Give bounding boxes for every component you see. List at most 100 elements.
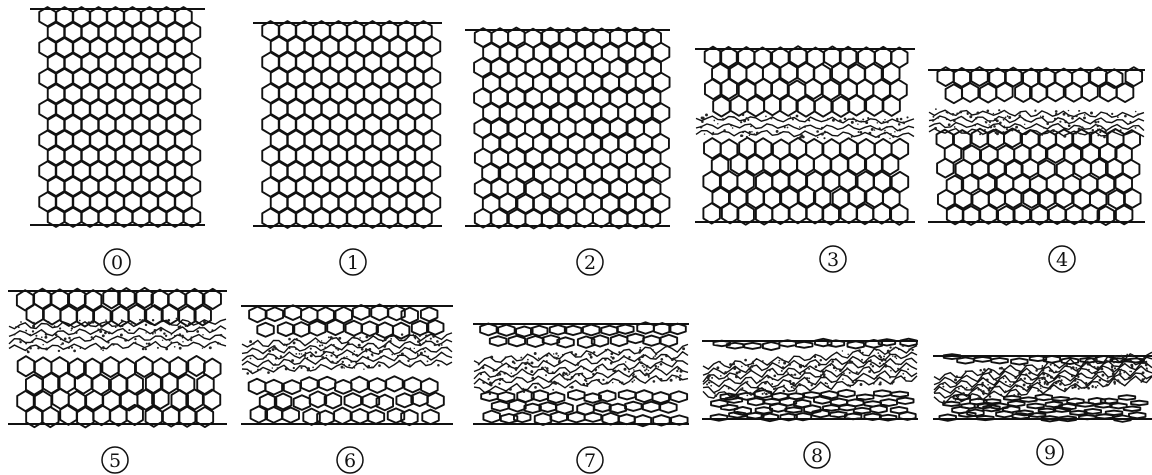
cell: [873, 203, 890, 223]
cell: [334, 408, 351, 424]
cell: [763, 154, 780, 174]
cell: [610, 404, 627, 413]
cell: [722, 203, 739, 223]
cell: [780, 96, 797, 116]
cell: [548, 392, 565, 403]
cell: [653, 163, 670, 182]
cell: [325, 393, 342, 409]
cell: [833, 97, 850, 117]
cell: [1117, 83, 1134, 102]
cell: [643, 336, 660, 346]
cell: [179, 306, 196, 326]
panel-number: 9: [1044, 442, 1056, 464]
panel-label: 2: [577, 249, 603, 275]
cell: [550, 412, 567, 423]
cell: [351, 377, 368, 393]
cell: [1066, 83, 1083, 102]
cell: [490, 336, 507, 346]
cell: [293, 322, 310, 337]
cell: [602, 413, 619, 425]
cell: [711, 414, 728, 420]
panel-label: 9: [1037, 439, 1063, 465]
cell: [798, 96, 815, 116]
cell: [301, 307, 318, 323]
panel-label: 3: [820, 246, 846, 272]
cell: [1005, 189, 1022, 208]
cell: [377, 322, 394, 337]
cell: [823, 171, 840, 191]
cell: [653, 392, 670, 403]
cell: [368, 410, 385, 424]
panel-2: [465, 28, 670, 229]
cell: [1036, 394, 1053, 400]
cell: [989, 68, 1006, 87]
cell: [839, 405, 856, 410]
cell: [345, 393, 362, 408]
cell: [703, 171, 720, 191]
cell: [1030, 176, 1047, 195]
panel-label: 4: [1049, 246, 1075, 272]
cell: [421, 307, 438, 321]
cell: [475, 209, 492, 228]
cell: [980, 84, 997, 103]
panel-label: 7: [577, 447, 603, 473]
cell: [996, 411, 1013, 417]
cell: [1047, 82, 1064, 101]
cell: [361, 321, 378, 336]
cell: [619, 390, 636, 399]
panel-1: [253, 21, 442, 228]
cell: [720, 79, 737, 99]
cell: [669, 324, 686, 335]
cell: [427, 393, 444, 409]
cell: [346, 321, 363, 336]
cell: [353, 305, 370, 320]
cell: [60, 405, 77, 425]
cell: [617, 325, 634, 334]
cell: [866, 95, 883, 115]
cell: [404, 377, 421, 392]
cell: [369, 378, 386, 393]
cell: [866, 154, 883, 174]
cell: [285, 305, 302, 320]
cell: [278, 322, 295, 336]
panel-number: 5: [109, 450, 121, 472]
cell: [1123, 160, 1140, 179]
panel-label: 0: [104, 249, 130, 275]
cell: [833, 188, 850, 208]
cell: [815, 96, 832, 116]
cell: [627, 334, 644, 344]
cell: [957, 357, 974, 363]
panel-9: [933, 352, 1152, 422]
cell: [309, 321, 326, 336]
panel-label: 5: [102, 447, 128, 473]
cell: [705, 79, 722, 99]
cell: [310, 391, 327, 407]
cell: [653, 103, 670, 122]
cell: [18, 356, 35, 376]
cell: [584, 103, 601, 122]
cell: [881, 399, 898, 406]
cell: [841, 203, 858, 223]
cell: [509, 336, 526, 347]
panel-7: [473, 322, 689, 426]
cell: [267, 307, 284, 321]
cell: [611, 335, 628, 346]
cell: [1014, 145, 1031, 164]
panel-number: 1: [347, 252, 359, 274]
panel-number: 6: [344, 450, 356, 472]
cell: [653, 73, 670, 92]
cell: [807, 203, 824, 223]
cell: [823, 405, 840, 411]
cell: [1096, 414, 1113, 418]
cell: [593, 208, 610, 227]
cell: [838, 390, 855, 397]
cell: [93, 405, 110, 425]
cell: [747, 155, 764, 175]
panel-number: 2: [584, 252, 596, 274]
cell: [583, 325, 600, 336]
panel-number: 8: [811, 445, 823, 467]
cell: [883, 96, 900, 116]
crushed-band: [474, 344, 688, 395]
cell: [763, 342, 780, 350]
cell: [282, 407, 299, 422]
